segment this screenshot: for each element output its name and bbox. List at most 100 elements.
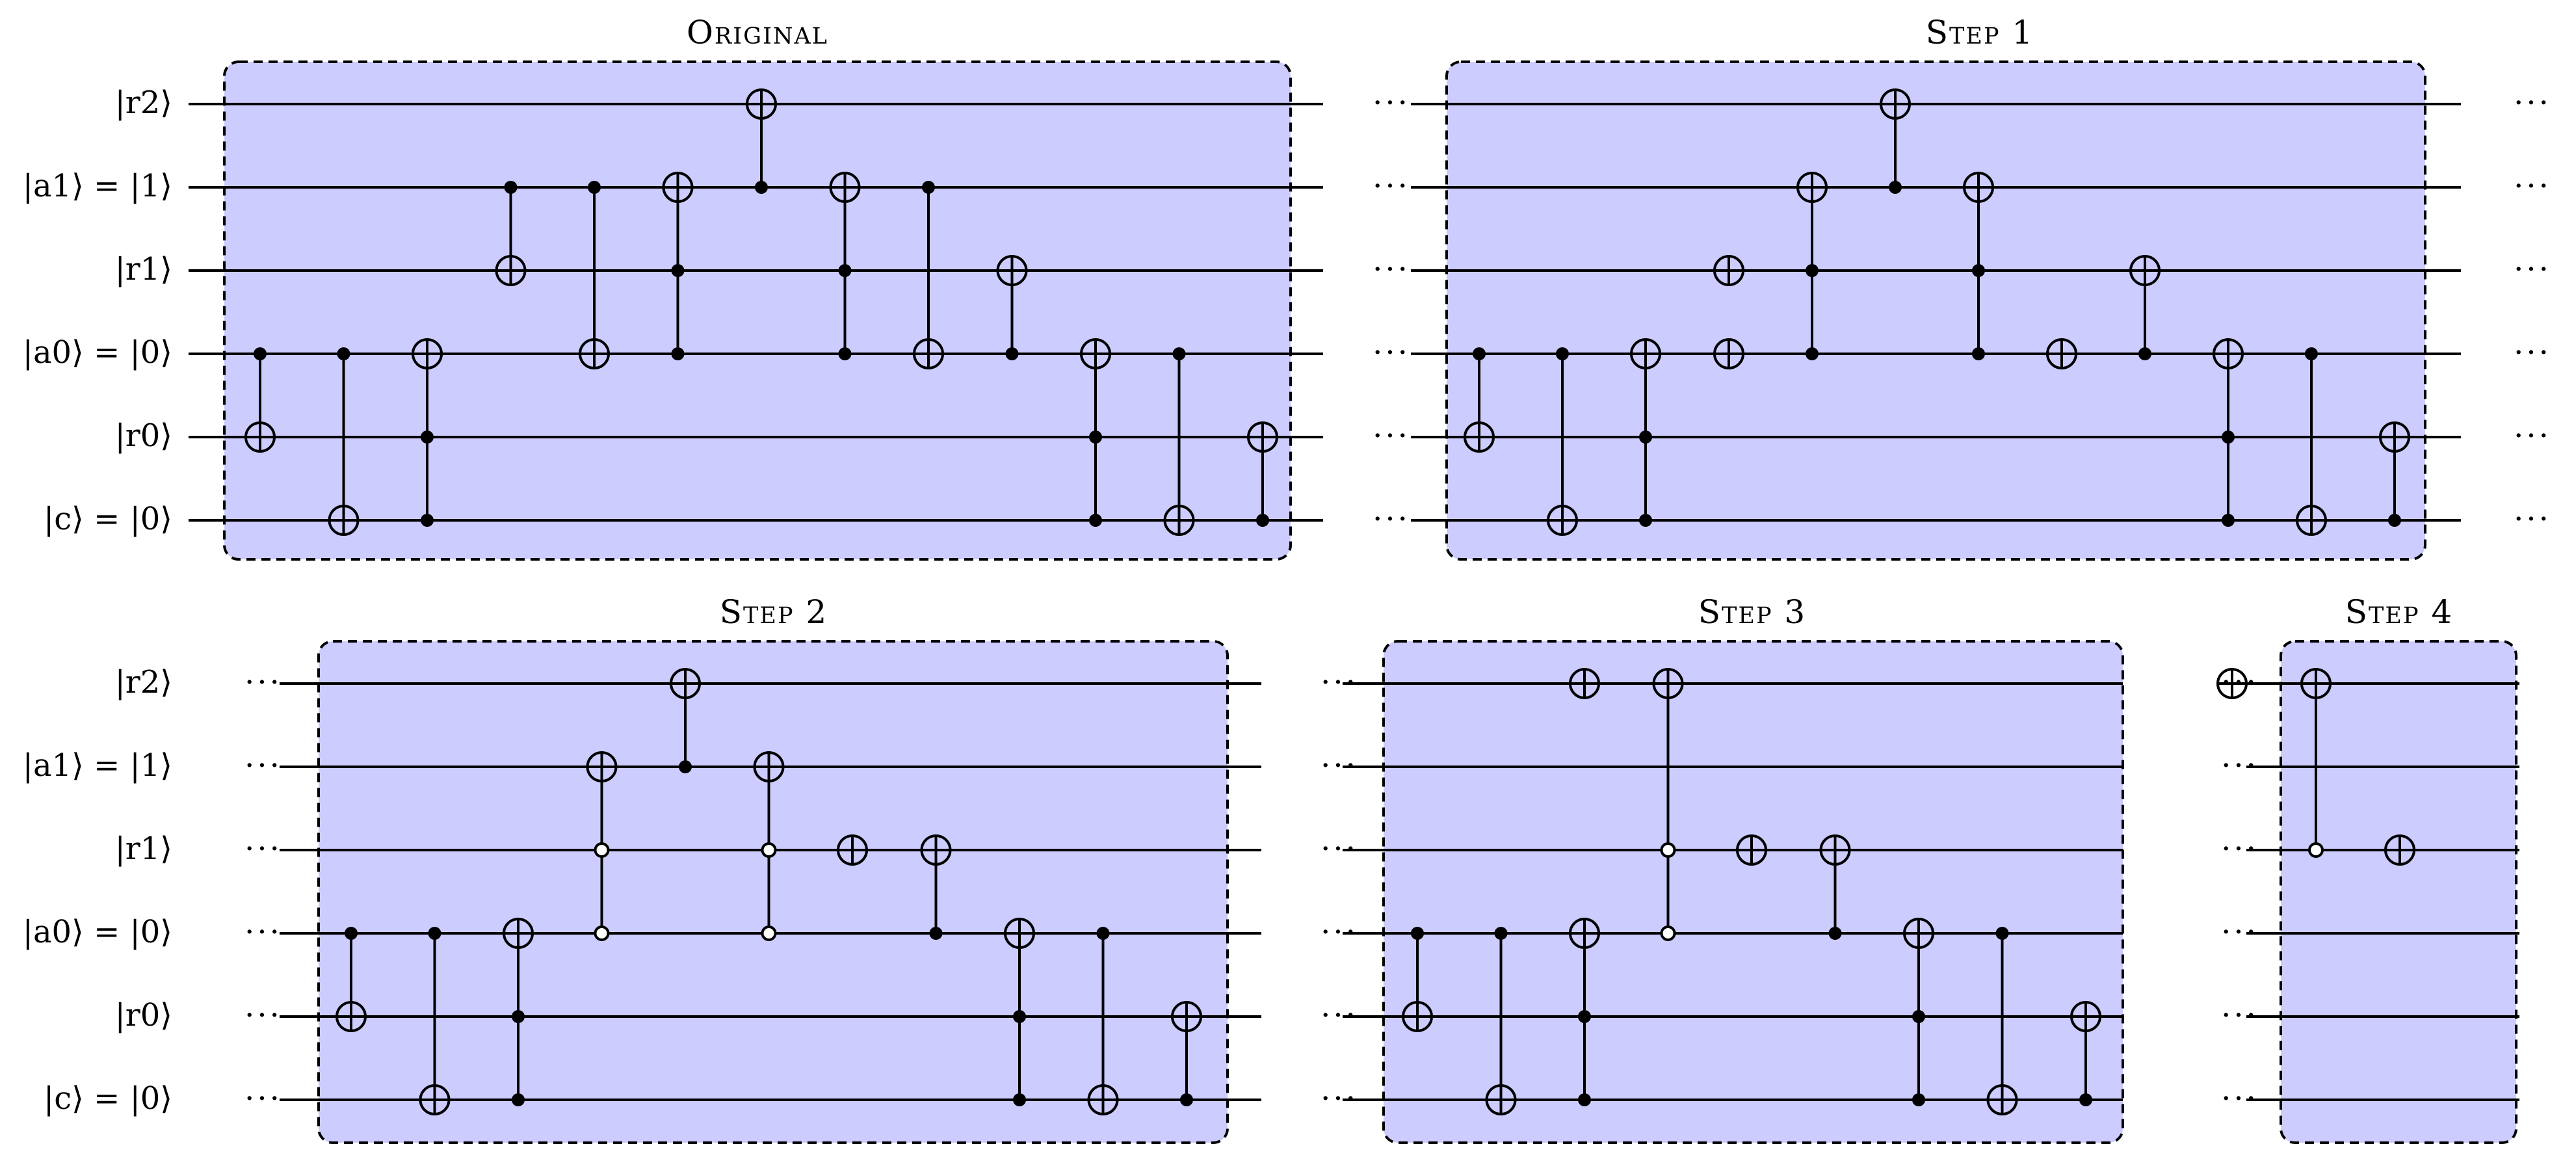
control-dot-c: [1639, 514, 1652, 527]
control-dot-c: [2388, 514, 2401, 527]
continuation-dots: ···: [2221, 914, 2259, 950]
control-dot-a0: [1972, 347, 1985, 360]
control-dot-r1: [671, 264, 685, 277]
continuation-marks: ··· ··· ··· ··· ··· ··· ··· ··· ··· ··· ··· ··· ··· ·…: [244, 85, 2551, 1117]
continuation-dots: ···: [2221, 831, 2259, 867]
control-dot-a0: [1828, 927, 1842, 940]
cnot-gate: [328, 347, 360, 536]
control-dot-a1: [922, 181, 935, 194]
cnot-gate: [1963, 172, 1994, 360]
cnot-gate: [2213, 338, 2244, 527]
control-dot-a0: [1172, 347, 1186, 360]
continuation-dots: ···: [2221, 747, 2259, 784]
control-dot-a1: [588, 181, 601, 194]
control-dot-a0: [345, 927, 358, 940]
cnot-gate: [1004, 918, 1035, 1106]
control-dot-r0: [1578, 1010, 1591, 1023]
cnot-gate: [746, 88, 777, 194]
control-dot-c: [1089, 514, 1102, 527]
cnot-gate: [996, 255, 1028, 360]
control-dot-a0: [929, 927, 943, 940]
cnot-gate: [913, 181, 944, 369]
continuation-dots: ···: [1321, 997, 1358, 1033]
continuation-dots: ···: [1373, 85, 1410, 121]
cnot-gate: [1247, 421, 1278, 527]
control-dot-a0: [1806, 347, 1819, 360]
control-open-r1: [594, 842, 610, 858]
control-dot-a0: [2305, 347, 2318, 360]
cnot-gate: [1163, 347, 1195, 536]
cnot-gate: [579, 181, 610, 369]
cnot-gate: [662, 172, 694, 360]
gates: [244, 88, 2415, 1115]
cnot-gate: [1986, 927, 2018, 1115]
cnot-gate: [1402, 927, 1433, 1032]
control-dot-c: [1013, 1093, 1026, 1106]
control-dot-a0: [428, 927, 441, 940]
cnot-gate: [829, 172, 861, 360]
control-dot-a0: [1096, 927, 1110, 940]
wire-label-c: |c⟩ = |0⟩: [44, 501, 172, 537]
control-dot-r0: [1089, 431, 1102, 444]
cnot-gate: [753, 751, 785, 941]
cnot-gate: [586, 751, 618, 941]
panel-boxes: [223, 60, 2517, 1144]
cnot-gate: [503, 918, 534, 1106]
wire-label-a1: |a1⟩ = |1⟩: [23, 168, 172, 204]
control-open-r1: [2308, 842, 2324, 858]
cnot-gate: [920, 834, 952, 940]
control-dot-r0: [1639, 431, 1652, 444]
cnot-gate: [2379, 421, 2410, 527]
control-dot-r1: [1972, 264, 1985, 277]
cnot-gate: [1547, 347, 1578, 536]
cnot-gate: [1880, 88, 1911, 194]
continuation-dots: ···: [244, 997, 282, 1033]
control-open-r1: [761, 842, 777, 858]
continuation-dots: ···: [244, 1080, 282, 1117]
cnot-gate: [2384, 834, 2415, 866]
continuation-dots: ···: [1373, 251, 1410, 287]
cnot-gate: [1080, 338, 1111, 527]
wire-label-a0: |a0⟩ = |0⟩: [23, 334, 172, 371]
continuation-dots: ···: [2514, 168, 2551, 204]
continuation-dots: ···: [1321, 747, 1358, 784]
continuation-dots: ···: [1321, 664, 1358, 700]
cnot-gate: [1569, 668, 1600, 699]
control-open-a0: [594, 926, 610, 941]
panel-title-step-3: Step 3: [1698, 593, 1806, 631]
control-dot-a0: [1556, 347, 1569, 360]
continuation-dots: ···: [1321, 1080, 1358, 1117]
cnot-gate: [1087, 927, 1119, 1115]
control-dot-r0: [1912, 1010, 1925, 1023]
wire-label-r0: |r0⟩: [115, 997, 172, 1033]
panel-title-step-2: Step 2: [720, 593, 828, 631]
cnot-gate: [419, 927, 451, 1115]
continuation-dots: ···: [1373, 334, 1410, 371]
control-dot-a0: [1473, 347, 1486, 360]
continuation-dots: ···: [2514, 334, 2551, 371]
row2-wire-labels: |r2⟩ |a1⟩ = |1⟩ |r1⟩ |a0⟩ = |0⟩ |r0⟩ |c⟩…: [23, 664, 172, 1117]
cnot-gate: [1630, 338, 1661, 527]
continuation-dots: ···: [1373, 418, 1410, 454]
control-dot-r0: [1013, 1010, 1026, 1023]
control-dot-a0: [1995, 927, 2009, 940]
wire-label-r2: |r2⟩: [115, 85, 172, 121]
control-dot-c: [1912, 1093, 1925, 1106]
cnot-gate: [1819, 834, 1851, 940]
control-dot-r0: [2222, 431, 2235, 444]
cnot-gate: [495, 181, 527, 286]
wire-label-c: |c⟩ = |0⟩: [44, 1080, 172, 1117]
wire-label-r2: |r2⟩: [115, 664, 172, 700]
cnot-gate: [1713, 255, 1744, 286]
control-dot-c: [512, 1093, 525, 1106]
control-dot-a0: [838, 347, 852, 360]
continuation-dots: ···: [2514, 418, 2551, 454]
cnot-gate: [1171, 1001, 1202, 1106]
cnot-gate: [2046, 338, 2077, 369]
panel-title-original: Original: [687, 14, 828, 51]
control-dot-a0: [337, 347, 350, 360]
row1-wire-labels: |r2⟩ |a1⟩ = |1⟩ |r1⟩ |a0⟩ = |0⟩ |r0⟩ |c⟩…: [23, 85, 172, 537]
cnot-gate: [2070, 1001, 2101, 1106]
panel-box: [1445, 60, 2426, 561]
